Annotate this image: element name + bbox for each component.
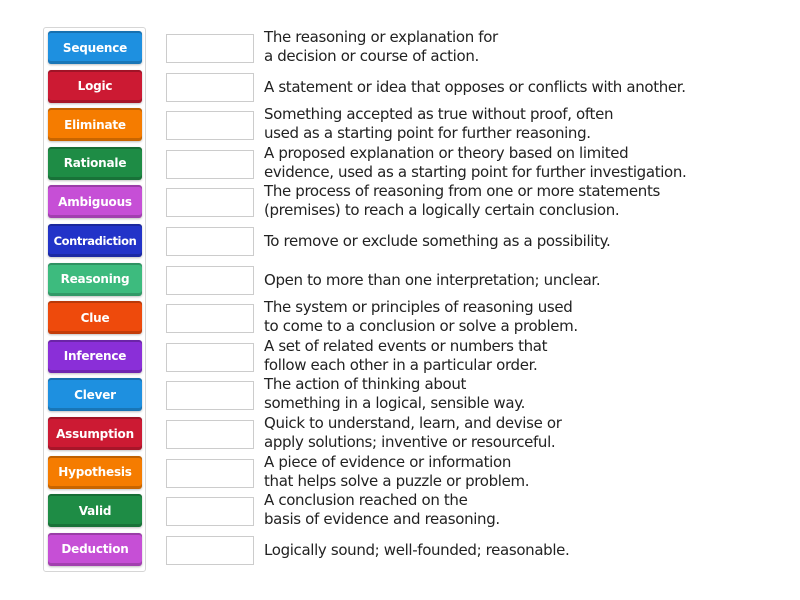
definition-line-1: A piece of evidence or information (264, 452, 511, 471)
definition-text: Something accepted as true without proof… (264, 105, 784, 143)
definition-line-2: apply solutions; inventive or resourcefu… (264, 433, 556, 451)
drop-target-8[interactable] (166, 304, 254, 334)
definition-line-2: something in a logical, sensible way. (264, 394, 525, 413)
drop-target-2[interactable] (166, 72, 254, 102)
definition-line-1: A conclusion reached on the (264, 491, 468, 510)
word-tile-hypothesis[interactable]: Hypothesis (48, 455, 142, 489)
word-tile-sequence[interactable]: Sequence (48, 31, 142, 64)
word-tile-clever[interactable]: Clever (48, 378, 142, 412)
drop-target-6[interactable] (166, 227, 254, 256)
word-tile-contradiction[interactable]: Contradiction (48, 224, 142, 257)
definition-line-2: evidence, used as a starting point for f… (264, 162, 687, 181)
definition-line-1: A statement or idea that opposes or conf… (264, 77, 686, 96)
drop-target-4[interactable] (166, 149, 254, 179)
definition-line-2: follow each other in a particular order. (264, 355, 538, 374)
drop-target-13[interactable] (166, 497, 254, 527)
word-tile-inference[interactable]: Inference (48, 339, 142, 373)
definition-text: To remove or exclude something as a poss… (264, 232, 784, 251)
definition-text: A statement or idea that opposes or conf… (264, 78, 784, 97)
word-tile-reasoning[interactable]: Reasoning (48, 262, 142, 296)
definition-line-1: A set of related events or numbers that (264, 336, 548, 355)
definition-text: Logically sound; well-founded; reasonabl… (264, 541, 784, 560)
drop-target-10[interactable] (166, 381, 254, 411)
drop-target-5[interactable] (166, 188, 254, 218)
definition-line-2: used as a starting point for further rea… (264, 124, 591, 143)
word-tile-assumption[interactable]: Assumption (48, 417, 142, 450)
definition-line-2: to come to a conclusion or solve a probl… (264, 317, 578, 336)
word-tile-clue[interactable]: Clue (48, 301, 142, 335)
definition-line-1: A proposed explanation or theory based o… (264, 143, 629, 162)
definition-line-1: Open to more than one interpretation; un… (264, 270, 601, 289)
definition-line-1: Something accepted as true without proof… (264, 105, 614, 124)
definition-text: The system or principles of reasoning us… (264, 298, 784, 336)
definition-line-2: basis of evidence and reasoning. (264, 510, 500, 529)
definition-line-1: The action of thinking about (264, 375, 467, 394)
definition-line-2: a decision or course of action. (264, 47, 479, 65)
definition-line-2: that helps solve a puzzle or problem. (264, 471, 530, 490)
definition-text: Open to more than one interpretation; un… (264, 271, 784, 290)
definition-line-1: The process of reasoning from one or mor… (264, 182, 660, 201)
definition-line-1: Quick to understand, learn, and devise o… (264, 414, 562, 432)
word-tile-logic[interactable]: Logic (48, 69, 142, 103)
drop-target-1[interactable] (166, 34, 254, 63)
definition-line-1: To remove or exclude something as a poss… (264, 232, 611, 250)
drop-target-11[interactable] (166, 420, 254, 449)
definition-line-1: The reasoning or explanation for (264, 28, 498, 46)
word-tile-ambiguous[interactable]: Ambiguous (48, 185, 142, 219)
drop-target-7[interactable] (166, 265, 254, 295)
definition-text: Quick to understand, learn, and devise o… (264, 414, 784, 452)
definition-line-1: Logically sound; well-founded; reasonabl… (264, 540, 570, 559)
drop-target-3[interactable] (166, 111, 254, 141)
definition-line-1: The system or principles of reasoning us… (264, 298, 573, 317)
word-tile-valid[interactable]: Valid (48, 494, 142, 528)
drop-target-12[interactable] (166, 458, 254, 488)
word-tile-rationale[interactable]: Rationale (48, 146, 142, 180)
definition-text: A proposed explanation or theory based o… (264, 144, 784, 182)
drop-target-9[interactable] (166, 342, 254, 372)
definition-line-2: (premises) to reach a logically certain … (264, 201, 620, 220)
definition-text: The process of reasoning from one or mor… (264, 182, 784, 220)
word-tile-deduction[interactable]: Deduction (48, 532, 142, 566)
word-tile-eliminate[interactable]: Eliminate (48, 108, 142, 142)
drop-target-14[interactable] (166, 535, 254, 565)
